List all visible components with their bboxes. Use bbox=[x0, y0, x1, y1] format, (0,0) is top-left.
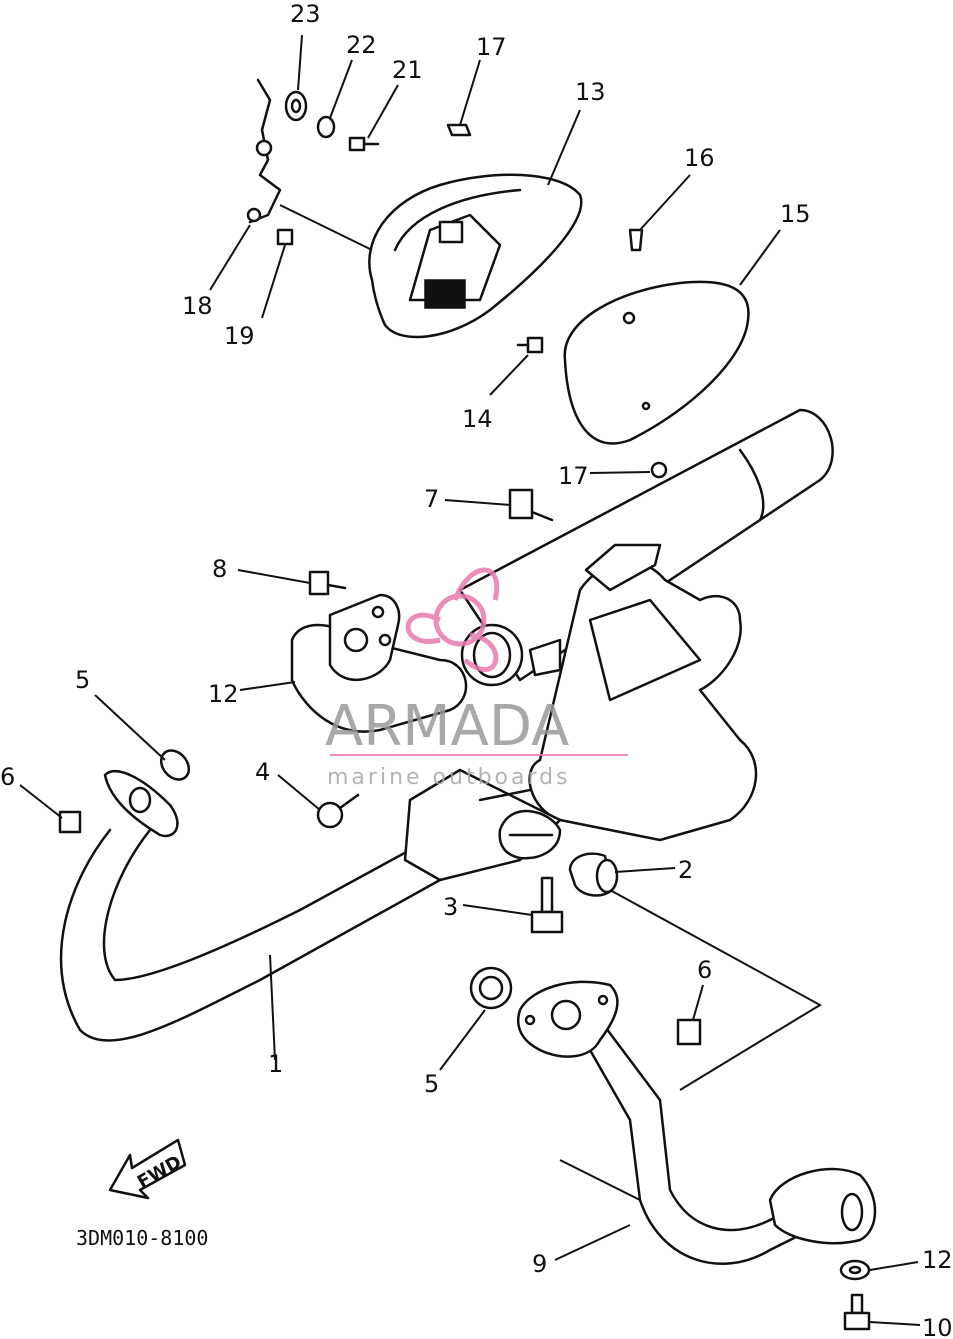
callout-3: 3 bbox=[443, 893, 458, 921]
part-10-bolt bbox=[843, 1293, 871, 1331]
callout-21: 21 bbox=[392, 56, 423, 84]
callout-14: 14 bbox=[462, 405, 493, 433]
part-11-washer bbox=[839, 1259, 871, 1281]
callout-2: 2 bbox=[678, 856, 693, 884]
part-21-bolt bbox=[348, 136, 380, 152]
part-18-clip bbox=[446, 123, 472, 137]
callout-18: 17 bbox=[476, 33, 507, 61]
part-2-damper bbox=[568, 852, 619, 897]
part-4-bolt bbox=[316, 793, 360, 829]
part-23-grommet bbox=[284, 90, 308, 122]
muffler bbox=[458, 408, 834, 842]
watermark-brand: ARMADA bbox=[325, 694, 569, 759]
part-9-exhaust-pipe bbox=[588, 1018, 877, 1265]
watermark: ARMADA marine outboards bbox=[325, 567, 628, 790]
part-5-gasket-upper bbox=[159, 749, 191, 781]
part-5-gasket-lower bbox=[469, 966, 513, 1010]
callout-19: 18 bbox=[182, 292, 213, 320]
watermark-tagline: marine outboards bbox=[327, 765, 571, 790]
callout-20: 19 bbox=[224, 322, 255, 350]
part-13-heat-shield bbox=[368, 173, 583, 339]
part-19-bracket bbox=[246, 78, 373, 251]
part-8-bolt bbox=[308, 570, 347, 596]
part-16-screw bbox=[628, 228, 644, 252]
callout-22: 22 bbox=[346, 31, 377, 59]
figure-code: 3DM010-8100 bbox=[76, 1226, 208, 1250]
part-14-bolt bbox=[516, 336, 544, 354]
part-17-nut bbox=[650, 461, 668, 479]
callout-9: 9 bbox=[532, 1250, 547, 1278]
callout-7: 7 bbox=[424, 485, 439, 513]
callout-11: 12 bbox=[922, 1246, 953, 1274]
part-6-nut-left bbox=[58, 810, 82, 834]
callout-10: 10 bbox=[922, 1314, 953, 1339]
part-20-bolt bbox=[276, 228, 294, 246]
callout-13: 13 bbox=[575, 78, 606, 106]
callout-23: 23 bbox=[290, 0, 321, 28]
assembly-guides bbox=[559, 889, 823, 1201]
callout-16: 16 bbox=[684, 144, 715, 172]
callout-4: 4 bbox=[255, 758, 270, 786]
fwd-arrow: FWD bbox=[108, 1138, 187, 1200]
callout-8: 8 bbox=[212, 555, 227, 583]
callout-17: 17 bbox=[558, 462, 589, 490]
callout-5-lower: 5 bbox=[424, 1070, 439, 1098]
part-22-collar bbox=[316, 115, 336, 139]
callout-5-upper: 5 bbox=[75, 666, 90, 694]
part-12-joint-pipe bbox=[290, 593, 468, 733]
part-1-flange bbox=[103, 770, 179, 838]
watermark-logo bbox=[405, 567, 500, 672]
part-15-cover bbox=[563, 280, 750, 445]
part-3-bolt bbox=[530, 876, 564, 934]
leader-lines bbox=[19, 34, 921, 1326]
part-9-flange bbox=[516, 980, 619, 1058]
callout-6-left: 6 bbox=[0, 763, 15, 791]
clamp bbox=[498, 810, 562, 860]
callout-12: 12 bbox=[208, 680, 239, 708]
callout-6-right: 6 bbox=[697, 956, 712, 984]
callout-1: 1 bbox=[268, 1050, 283, 1078]
callout-15: 15 bbox=[780, 200, 811, 228]
part-7-bolt bbox=[508, 488, 554, 522]
part-6-nut-right bbox=[676, 1018, 702, 1046]
